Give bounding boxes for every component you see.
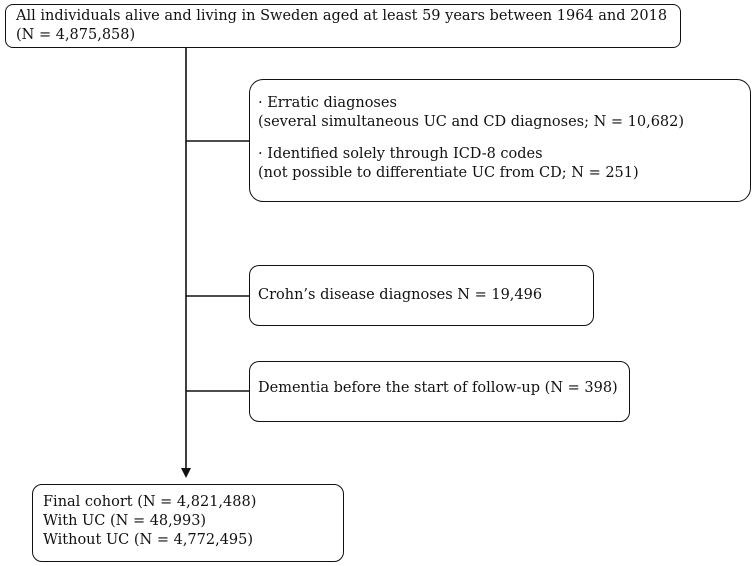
final-cohort-total: Final cohort (N = 4,821,488) bbox=[43, 494, 257, 510]
exclusion-erratic-detail: (several simultaneous UC and CD diagnose… bbox=[258, 114, 685, 130]
exclusion-dementia-text: Dementia before the start of follow-up (… bbox=[258, 380, 618, 396]
source-population-text: All individuals alive and living in Swed… bbox=[16, 8, 668, 24]
exclusion-box-diagnoses: · Erratic diagnoses (several simultaneou… bbox=[249, 79, 751, 202]
exclusion-crohns-text: Crohn’s disease diagnoses N = 19,496 bbox=[258, 287, 543, 303]
final-cohort-without-uc: Without UC (N = 4,772,495) bbox=[43, 532, 254, 548]
final-cohort-box: Final cohort (N = 4,821,488) With UC (N … bbox=[32, 484, 344, 562]
exclusion-box-crohns: Crohn’s disease diagnoses N = 19,496 bbox=[249, 265, 594, 326]
exclusion-icd8-title: · Identified solely through ICD-8 codes bbox=[258, 146, 543, 162]
source-population-count: (N = 4,875,858) bbox=[16, 27, 136, 43]
exclusion-icd8-detail: (not possible to differentiate UC from C… bbox=[258, 165, 639, 181]
exclusion-box-dementia: Dementia before the start of follow-up (… bbox=[249, 361, 630, 422]
final-cohort-with-uc: With UC (N = 48,993) bbox=[43, 513, 207, 529]
source-population-box: All individuals alive and living in Swed… bbox=[5, 4, 681, 48]
exclusion-erratic-title: · Erratic diagnoses bbox=[258, 95, 397, 111]
